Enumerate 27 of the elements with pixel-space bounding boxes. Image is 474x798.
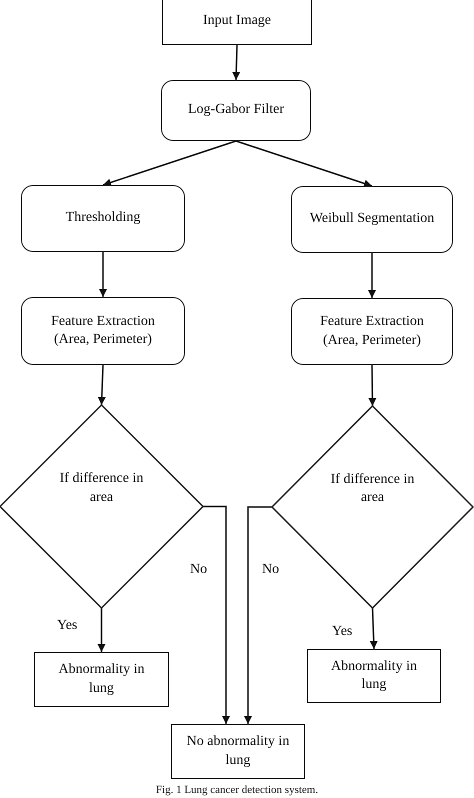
process-box: Log-Gabor Filter (161, 80, 311, 141)
process-box: Thresholding (21, 185, 185, 252)
arrow (232, 44, 240, 80)
decision-text: If difference in area (330, 470, 416, 507)
arrow (244, 506, 272, 724)
process-box: Feature Extraction (Area, Perimeter) (291, 298, 453, 365)
arrow (203, 506, 230, 724)
terminal-box: Input Image (162, 0, 312, 45)
process-box: Weibull Segmentation (291, 186, 453, 253)
arrow (98, 364, 106, 406)
arrow (368, 364, 376, 406)
decision-text: If difference in area (58, 470, 144, 506)
arrow (99, 252, 107, 297)
terminal-box: No abnormality in lung (171, 724, 305, 779)
edge-label: Yes (57, 618, 78, 634)
process-box: Feature Extraction (Area, Perimeter) (21, 297, 185, 365)
arrow (370, 608, 378, 650)
terminal-box: Abnormality in lung (307, 649, 441, 703)
arrow (98, 608, 106, 652)
figure-caption: Fig. 1 Lung cancer detection system. (154, 784, 320, 796)
edge-label: No (262, 562, 280, 578)
arrow (102, 140, 236, 186)
arrow (368, 253, 376, 298)
arrow (236, 140, 372, 188)
terminal-box: Abnormality in lung (34, 652, 169, 707)
edge-label: No (190, 562, 208, 578)
edge-label: Yes (332, 624, 352, 640)
